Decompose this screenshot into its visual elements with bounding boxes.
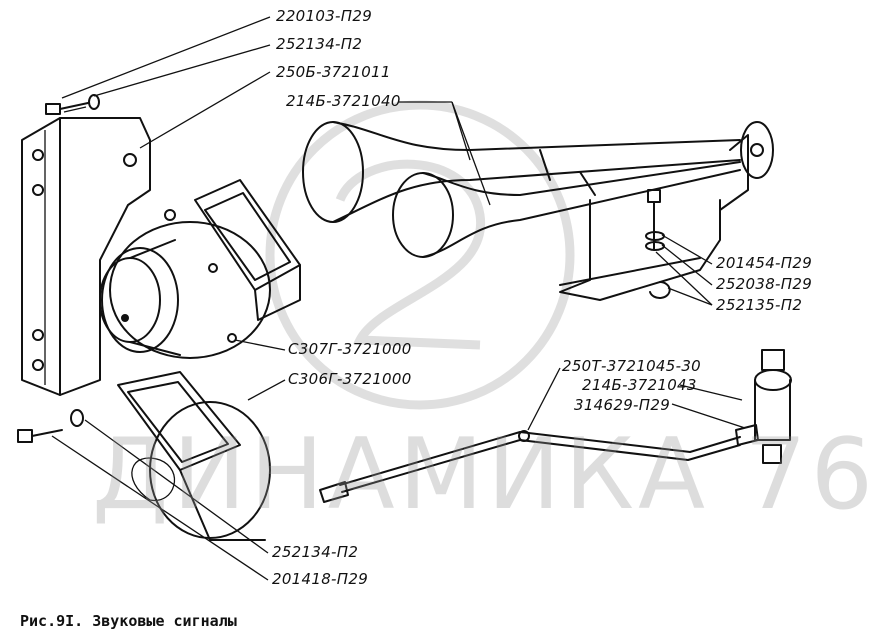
figure-caption: Рис.9I. Звуковые сигналы (20, 612, 237, 630)
mounting-bracket (21, 117, 151, 396)
label-s306g-3721000: С306Г-3721000 (288, 370, 412, 388)
figure-canvas: 220103-П29 252134-П2 250Б-3721011 214Б-3… (17, 7, 873, 630)
washer-lower-icon (70, 409, 84, 427)
leader-lines (51, 16, 746, 581)
horn-lower (117, 371, 271, 541)
horn-upper (99, 179, 301, 359)
bolt-lower-icon (17, 429, 63, 443)
label-252134-p2-bottom: 252134-П2 (272, 543, 358, 561)
bolt-top-icon (45, 102, 89, 115)
label-s307g-3721000: С307Г-3721000 (288, 340, 412, 358)
air-horns (302, 121, 774, 301)
air-pipe (319, 430, 741, 503)
label-220103-p29: 220103-П29 (276, 7, 372, 25)
label-252038-p29: 252038-П29 (716, 275, 812, 293)
label-201454-p29: 201454-П29 (716, 254, 812, 272)
washer-top-icon (88, 94, 100, 110)
label-201418-p29: 201418-П29 (272, 570, 368, 588)
label-314629-p29: 314629-П29 (574, 396, 670, 414)
lock-washer-icon (649, 281, 671, 299)
label-214b-3721040: 214Б-3721040 (286, 92, 401, 110)
label-250t-3721045-30: 250Т-3721045-30 (562, 357, 701, 375)
bracket-bolt-icon (645, 189, 665, 251)
label-252134-p2-top: 252134-П2 (276, 35, 362, 53)
label-252135-p2: 252135-П2 (716, 296, 802, 314)
horn-assembly-diagram: 220103-П29 252134-П2 250Б-3721011 214Б-3… (17, 7, 812, 588)
watermark-logo-icon (265, 100, 575, 410)
valve-fitting (735, 349, 792, 464)
label-214b-3721043: 214Б-3721043 (582, 376, 697, 394)
label-250b-3721011: 250Б-3721011 (276, 63, 391, 81)
